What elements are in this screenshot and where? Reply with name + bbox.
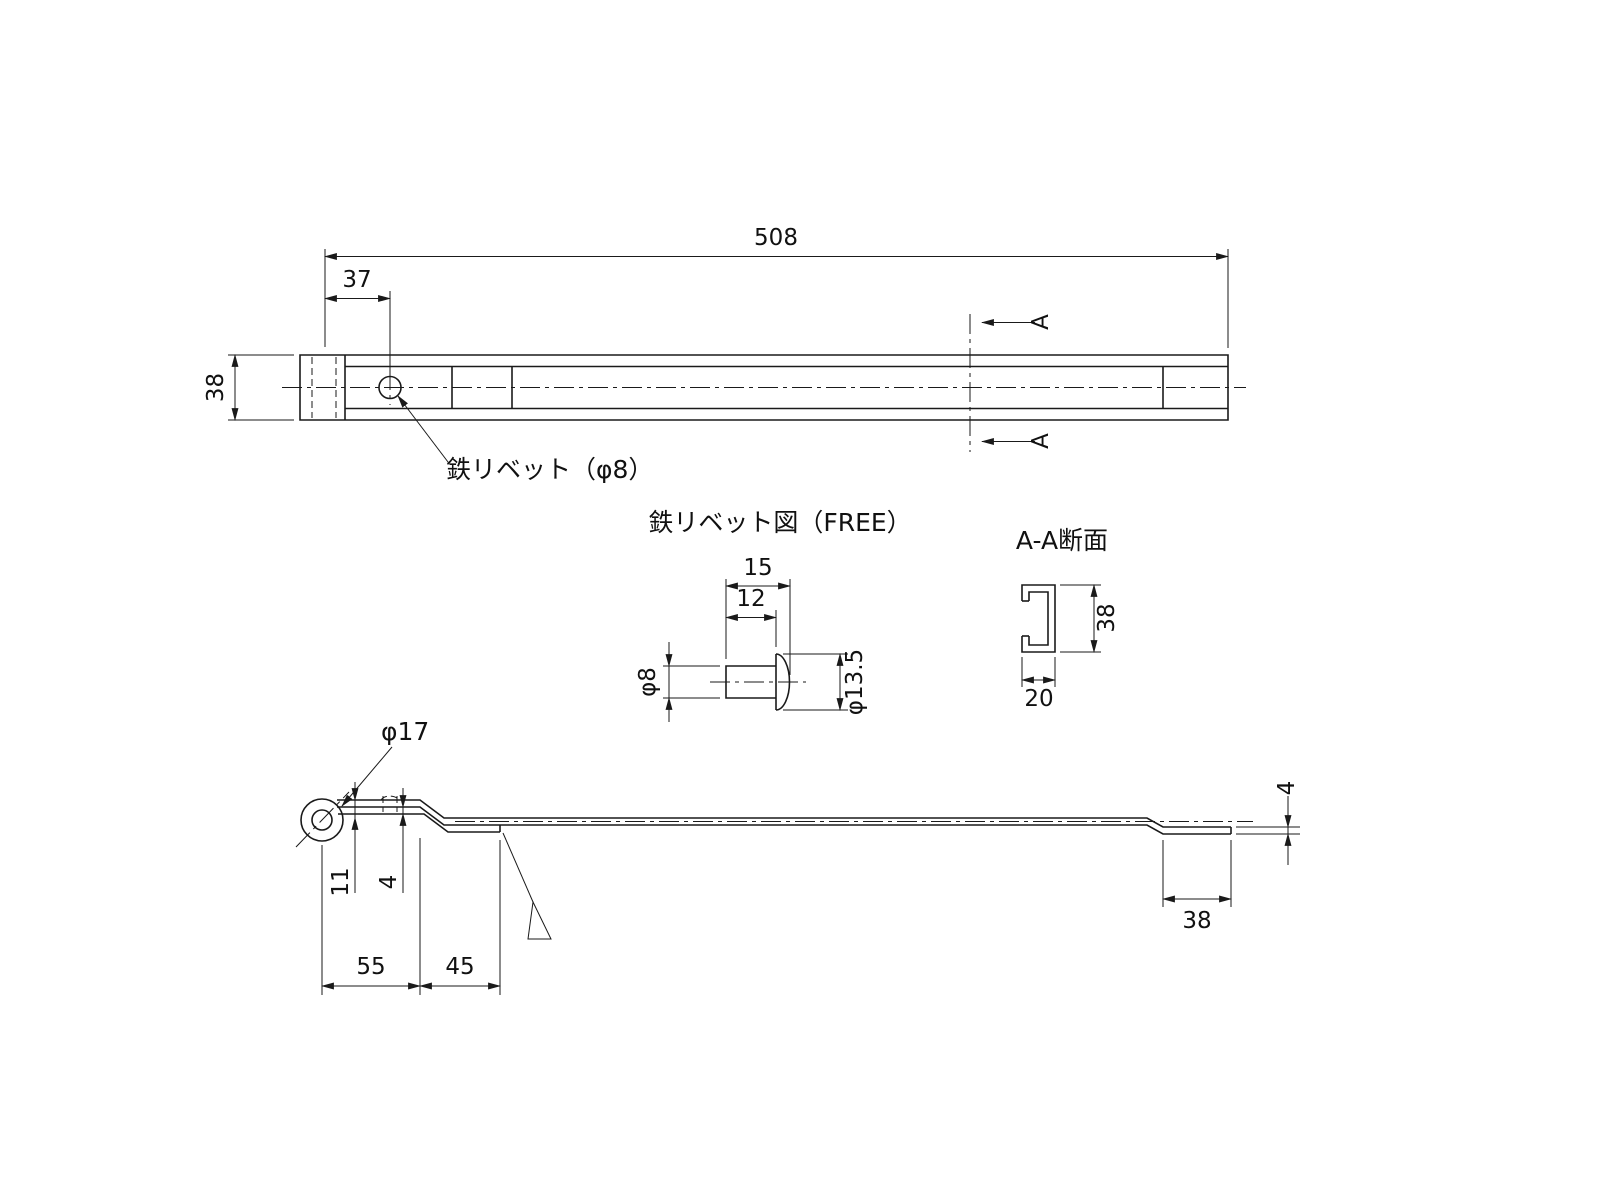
dimension-20-section: 20 <box>1020 657 1057 712</box>
dim-plate-thickness: 4 <box>376 875 402 890</box>
dimension-15: 15 <box>724 555 792 675</box>
dimension-phi17: φ17 <box>341 717 429 807</box>
dimension-55-45: 55 45 <box>320 838 502 995</box>
weld-mark <box>502 832 552 940</box>
rivet-detail-view: 鉄リベット図（FREE） 15 12 φ8 <box>635 508 912 722</box>
rivet-shape <box>710 653 806 711</box>
ring-end <box>295 791 350 848</box>
rivet-callout: 鉄リベット（φ8） <box>397 395 653 484</box>
dimension-38-end: 38 <box>1161 840 1233 934</box>
section-aa-title: A-A断面 <box>1016 526 1108 555</box>
dim-overall-length: 508 <box>754 225 798 251</box>
section-cut-line: A A <box>969 314 1054 452</box>
top-view: 508 37 38 A A 鉄リベット（φ8） <box>203 225 1246 484</box>
dimension-38-section: 38 <box>1060 583 1120 654</box>
dimension-4-left: 4 <box>376 788 407 893</box>
dim-rivet-overall: 15 <box>743 555 772 581</box>
dimension-phi13-5: φ13.5 <box>783 649 868 715</box>
section-aa-view: A-A断面 38 20 <box>1016 526 1120 712</box>
dimension-4-right: 4 <box>1236 781 1300 865</box>
dim-end-offset: 4 <box>1274 781 1300 796</box>
dimension-38-width: 38 <box>203 353 294 422</box>
dimension-37: 37 <box>323 267 392 370</box>
dim-end-flat: 38 <box>1182 908 1211 934</box>
dim-section-width: 20 <box>1024 686 1053 712</box>
channel-section <box>1021 584 1056 653</box>
rivet-detail-title: 鉄リベット図（FREE） <box>648 508 911 537</box>
side-view: φ17 11 4 55 45 38 <box>295 717 1300 995</box>
dimension-11: 11 <box>328 782 359 897</box>
dim-span-a: 55 <box>356 954 385 980</box>
dim-rivet-position: 37 <box>342 267 371 293</box>
dimension-phi8: φ8 <box>635 642 720 722</box>
dim-section-height: 38 <box>1094 603 1120 632</box>
dimension-12: 12 <box>724 586 778 647</box>
dimension-508: 508 <box>323 225 1230 348</box>
section-label-bottom: A <box>1028 433 1054 449</box>
dim-shank-diameter: φ8 <box>635 667 661 697</box>
dim-hook-height: 11 <box>328 867 354 896</box>
top-view-part-outline <box>299 354 1229 421</box>
dim-span-b: 45 <box>445 954 474 980</box>
dim-width: 38 <box>203 373 229 402</box>
dim-ring-diameter: φ17 <box>381 717 429 746</box>
dim-rivet-shank: 12 <box>736 586 765 612</box>
dim-head-diameter: φ13.5 <box>842 649 868 715</box>
rivet-callout-label: 鉄リベット（φ8） <box>446 455 653 484</box>
section-label-top: A <box>1028 314 1054 330</box>
